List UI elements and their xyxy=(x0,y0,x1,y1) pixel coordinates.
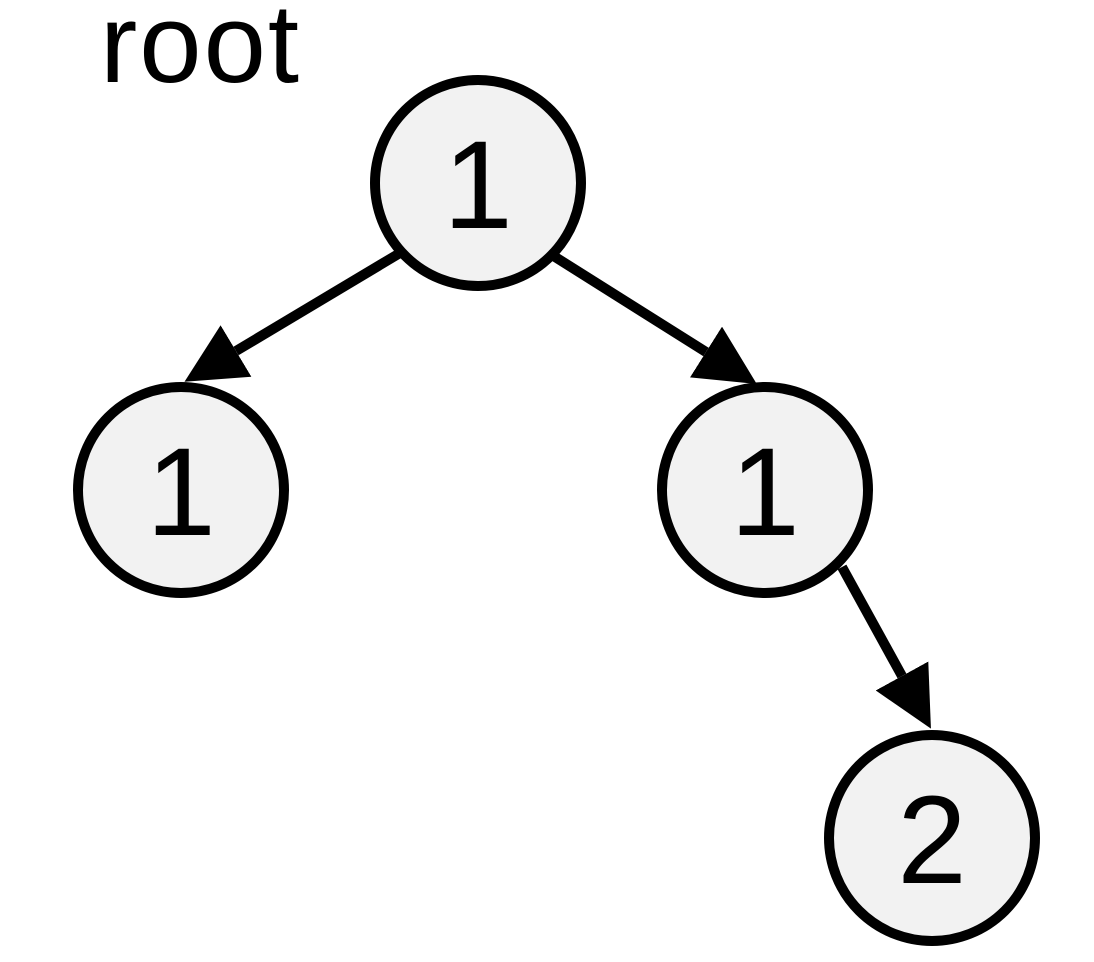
node-value: 1 xyxy=(146,423,216,562)
node-value: 1 xyxy=(443,116,513,255)
edge-root-to-left-child xyxy=(184,248,403,382)
tree-node-right-grandchild: 2 xyxy=(824,730,1040,946)
edge-root-to-right-child xyxy=(549,250,757,384)
node-circle xyxy=(73,382,289,598)
tree-edges xyxy=(184,248,931,729)
root-pointer-label: root xyxy=(100,0,301,106)
node-value: 2 xyxy=(897,771,967,910)
node-value: 1 xyxy=(730,423,800,562)
node-circle xyxy=(824,730,1040,946)
tree-node-root: 1 xyxy=(370,75,586,291)
node-circle xyxy=(657,382,873,598)
node-circle xyxy=(370,75,586,291)
tree-node-right-child: 1 xyxy=(657,382,873,598)
tree-node-left-child: 1 xyxy=(73,382,289,598)
edge-right-child-to-grandchild xyxy=(837,564,931,729)
